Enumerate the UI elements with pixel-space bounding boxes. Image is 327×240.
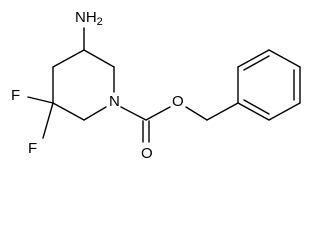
ring-nitrogen-label: N — [109, 93, 120, 110]
ester-oxygen-label: O — [172, 93, 184, 110]
bond-c3-c4 — [52, 49, 85, 68]
carbonyl-oxygen-label: O — [141, 145, 153, 162]
bond-c6-n1 — [83, 106, 107, 121]
bond-ch2-phenyl — [206, 102, 239, 121]
amine-label-text: NH — [75, 9, 97, 26]
phenyl-bond-6 — [237, 102, 270, 121]
amine-label-subscript: 2 — [97, 16, 103, 28]
fluorine-label-2: F — [28, 140, 37, 157]
fluorine-label-1: F — [11, 87, 20, 104]
bond-c2-c3 — [83, 49, 115, 68]
amine-label: NH2 — [75, 9, 103, 28]
phenyl-bond-5 — [268, 102, 301, 121]
phenyl-inner-bond-1 — [243, 55, 270, 71]
bond-c5-f1 — [27, 96, 54, 104]
bond-ester-o-ch2 — [185, 106, 208, 121]
bond-c5-c6 — [52, 102, 85, 121]
phenyl-bond-2 — [237, 49, 270, 68]
bond-n1-carbonyl — [120, 106, 147, 121]
bond-carbonyl-ester-o — [145, 106, 171, 121]
chemical-structure: NH2 F F N O O — [11, 9, 301, 162]
phenyl-bond-3 — [268, 49, 301, 68]
bond-c5-f2 — [42, 102, 54, 139]
phenyl-inner-bond-3 — [243, 99, 270, 115]
